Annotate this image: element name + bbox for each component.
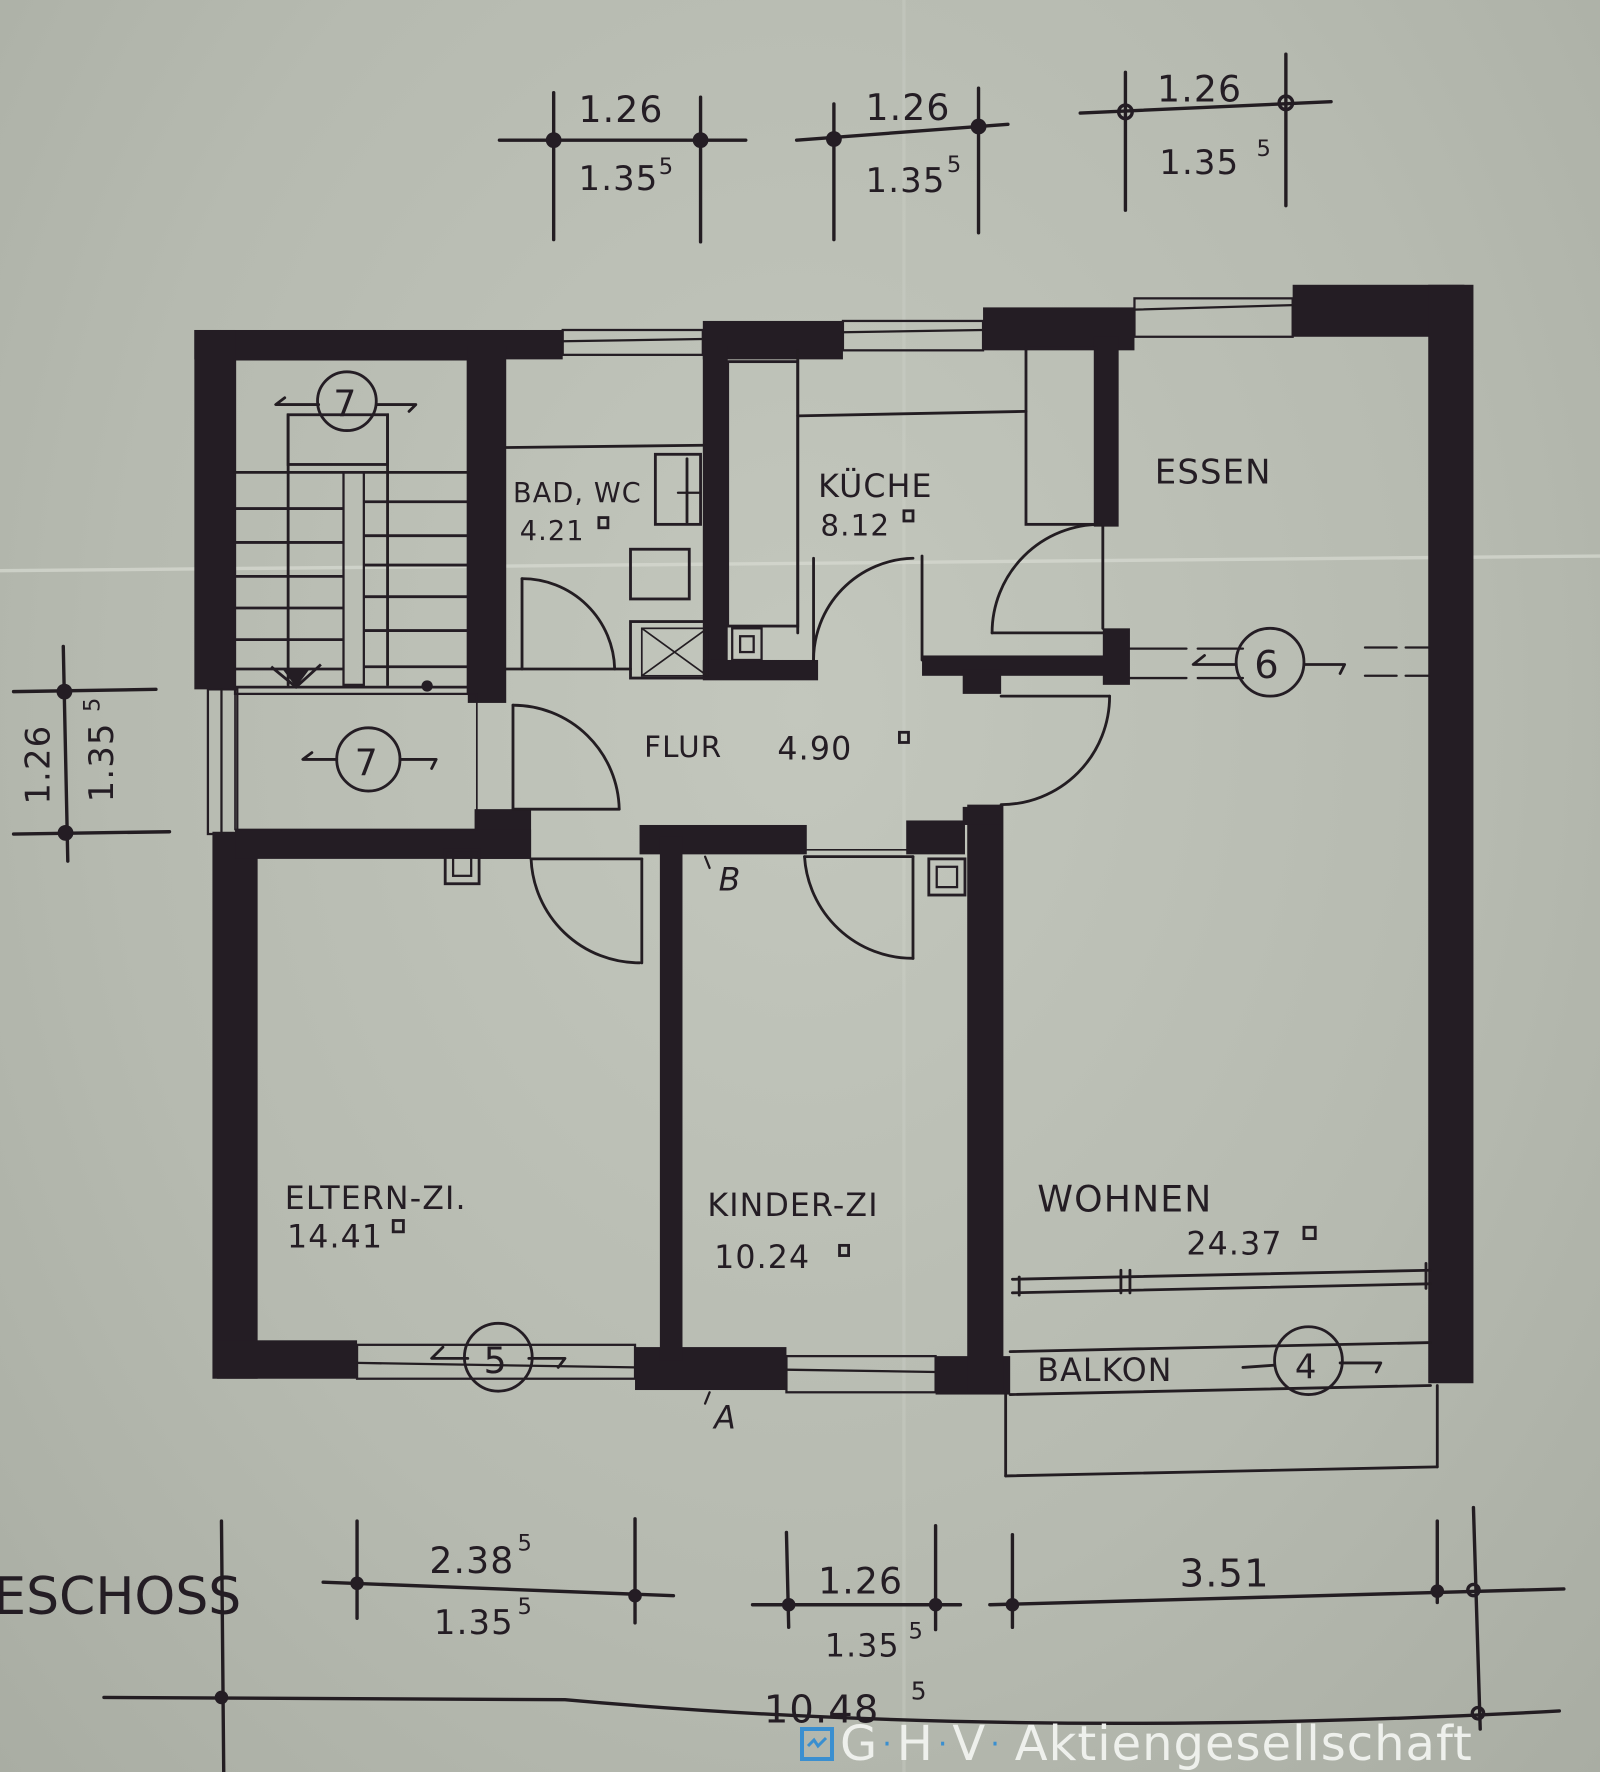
dimension-superscript: 5 [1256,136,1272,162]
bottom-dimension-2: 1.26 1.35 5 [750,1523,963,1665]
svg-text:7: 7 [333,382,357,425]
square-meter-icon [597,516,610,530]
ghv-logo-icon [800,1727,834,1761]
left-dimension: 1.26 1.35 5 [11,644,172,863]
bottom-dimension-3: 3.51 [988,1505,1566,1731]
hallway-doors [443,703,967,965]
room-kueche: KÜCHE 8.12 [818,467,933,543]
bottom-dimension-1: 2.38 5 1.35 5 [321,1517,676,1642]
svg-text:7: 7 [355,741,379,784]
top-dimension-1: 1.26 1.35 5 [497,88,748,244]
dimension-superscript: 5 [659,154,675,180]
svg-text:5: 5 [484,1339,508,1382]
section-marker-b: B [719,863,742,899]
bathroom-fixtures [504,443,712,680]
dimension-value: 1.35 [579,159,659,198]
room-flur: FLUR 4.90 [644,730,910,767]
window-marker-4: 4 [1241,1325,1383,1396]
dimension-value: 1.26 [818,1559,903,1602]
paper-fold-crease [0,554,1600,573]
dimension-value: 1.35 [82,722,121,802]
window-marker-6: 6 [1191,626,1347,698]
watermark-letter: G [840,1716,879,1772]
room-name: WOHNEN [1037,1177,1212,1220]
essen-wohnen-details [999,646,1439,1478]
dimension-superscript: 5 [908,1619,924,1645]
dimension-superscript: 5 [518,1594,534,1620]
dimension-value: 1.35 [1159,143,1239,182]
square-meter-icon [838,1243,850,1257]
square-meter-icon [902,509,915,523]
dimension-value: 1.35 [866,161,946,200]
room-name: BAD, WC [513,478,642,509]
interior-walls [235,336,1130,1393]
room-area: 10.24 [714,1240,810,1276]
top-dimension-2: 1.26 1.35 5 [794,86,1010,242]
room-wohnen: WOHNEN 24.37 [1037,1177,1317,1262]
square-meter-icon [898,730,910,744]
section-marker-a: A [712,1400,737,1436]
total-width-dimension: 10.48 5 [102,1677,1562,1732]
top-dimension-3: 1.26 1.35 5 [1078,52,1333,212]
floor-label: ESCHOSS [0,1567,241,1627]
svg-text:6: 6 [1254,643,1280,688]
room-essen: ESSEN [1155,453,1272,492]
dimension-value: 1.26 [19,725,58,805]
room-balkon: BALKON [1037,1353,1172,1389]
kitchen-fixtures [726,346,1105,663]
dimension-value: 2.38 [429,1539,514,1582]
room-area: 14.41 [287,1220,383,1256]
room-name: KINDER-ZI [707,1188,878,1224]
room-name: FLUR [644,730,722,764]
dimension-value: 10.48 [764,1687,880,1732]
watermark-letter: V [952,1716,987,1772]
stairwell [233,358,478,831]
room-kinder: KINDER-ZI 10.24 [707,1188,878,1276]
dimension-superscript: 5 [911,1677,928,1706]
dimension-superscript: 5 [79,696,105,712]
watermark-company-name: Aktiengesellschaft [1014,1716,1473,1772]
window-marker-5: 5 [430,1321,567,1393]
dimension-value: 1.35 [825,1629,900,1665]
square-meter-icon [1302,1225,1317,1241]
dimension-superscript: 5 [947,152,963,178]
room-name: ESSEN [1155,453,1272,492]
window-marker-7-top: 7 [274,370,418,432]
dimension-value: 1.26 [579,88,664,131]
svg-text:4: 4 [1295,1348,1318,1387]
room-area: 8.12 [820,509,890,543]
company-watermark: G · H · V · Aktiengesellschaft [800,1716,1473,1772]
square-meter-icon [391,1219,405,1234]
room-area: 24.37 [1186,1226,1282,1262]
room-bad: BAD, WC 4.21 [513,478,642,547]
dimension-superscript: 5 [518,1530,534,1556]
room-eltern: ELTERN-ZI. 14.41 [285,1181,467,1256]
room-area: 4.90 [777,731,852,767]
dimension-value: 3.51 [1180,1552,1270,1597]
dimension-value: 1.26 [1157,68,1242,111]
dimension-value: 1.26 [866,86,951,129]
room-name: BALKON [1037,1353,1172,1389]
room-name: KÜCHE [818,467,933,505]
exterior-walls [194,284,1474,1395]
room-name: ELTERN-ZI. [285,1181,467,1217]
watermark-letter: H [896,1716,934,1772]
window-marker-7-landing: 7 [301,726,438,793]
room-area: 4.21 [520,516,585,547]
dimension-value: 1.35 [434,1603,514,1642]
